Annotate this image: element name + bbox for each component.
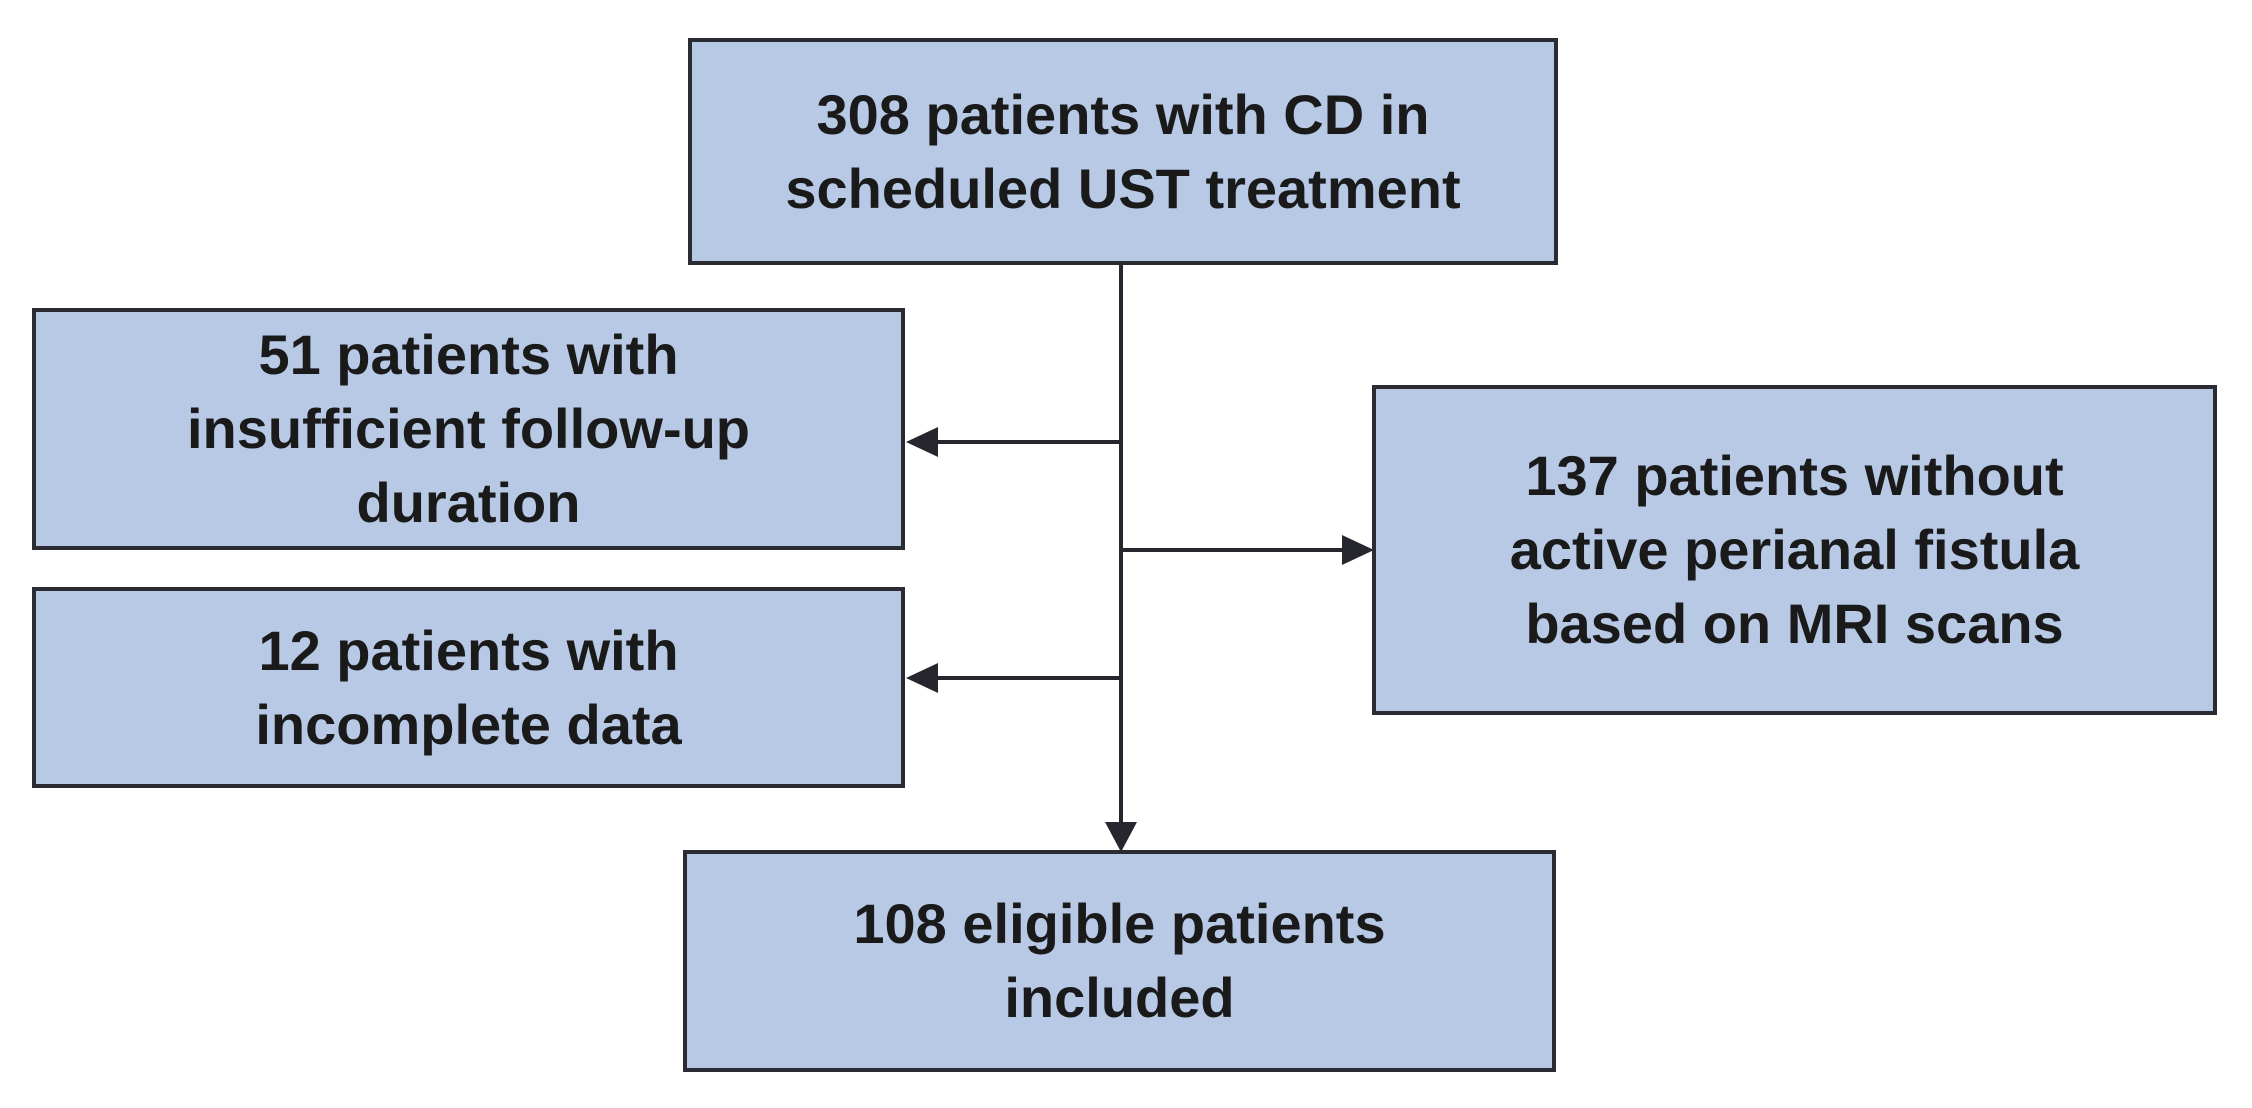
node-enrolled-line-2: scheduled UST treatment — [785, 156, 1461, 220]
node-excluded-followup: 51 patients with insufficient follow-up … — [32, 308, 905, 550]
arrowhead-left-icon — [906, 427, 938, 457]
arrowhead-left-icon — [906, 663, 938, 693]
node-excluded-incomplete: 12 patients with incomplete data — [32, 587, 905, 788]
node-included-line-2: included — [1004, 966, 1235, 1029]
node-excluded-no-fistula: 137 patients without active perianal fis… — [1372, 385, 2217, 715]
node-enrolled-line-1: 308 patients with CD in — [816, 82, 1430, 146]
node-included-line-1: 108 eligible patients — [853, 892, 1386, 956]
node-excluded-incomplete-line-2: incomplete data — [255, 692, 682, 756]
node-excluded-followup-line-2: insufficient follow-up — [186, 397, 751, 461]
node-included: 108 eligible patients included — [683, 850, 1556, 1072]
node-excluded-followup-line-3: duration — [356, 470, 581, 534]
node-excluded-no-fistula-line-1: 137 patients without — [1525, 444, 2064, 508]
arrowhead-right-icon — [1342, 535, 1374, 565]
node-excluded-no-fistula-line-2: active perianal fistula — [1509, 518, 2080, 582]
node-excluded-incomplete-line-1: 12 patients with — [258, 618, 679, 682]
node-excluded-no-fistula-line-3: based on MRI scans — [1525, 591, 2064, 655]
arrowhead-down-icon — [1105, 822, 1137, 852]
node-enrolled: 308 patients with CD in scheduled UST tr… — [688, 38, 1558, 265]
node-excluded-followup-line-1: 51 patients with — [258, 323, 679, 387]
